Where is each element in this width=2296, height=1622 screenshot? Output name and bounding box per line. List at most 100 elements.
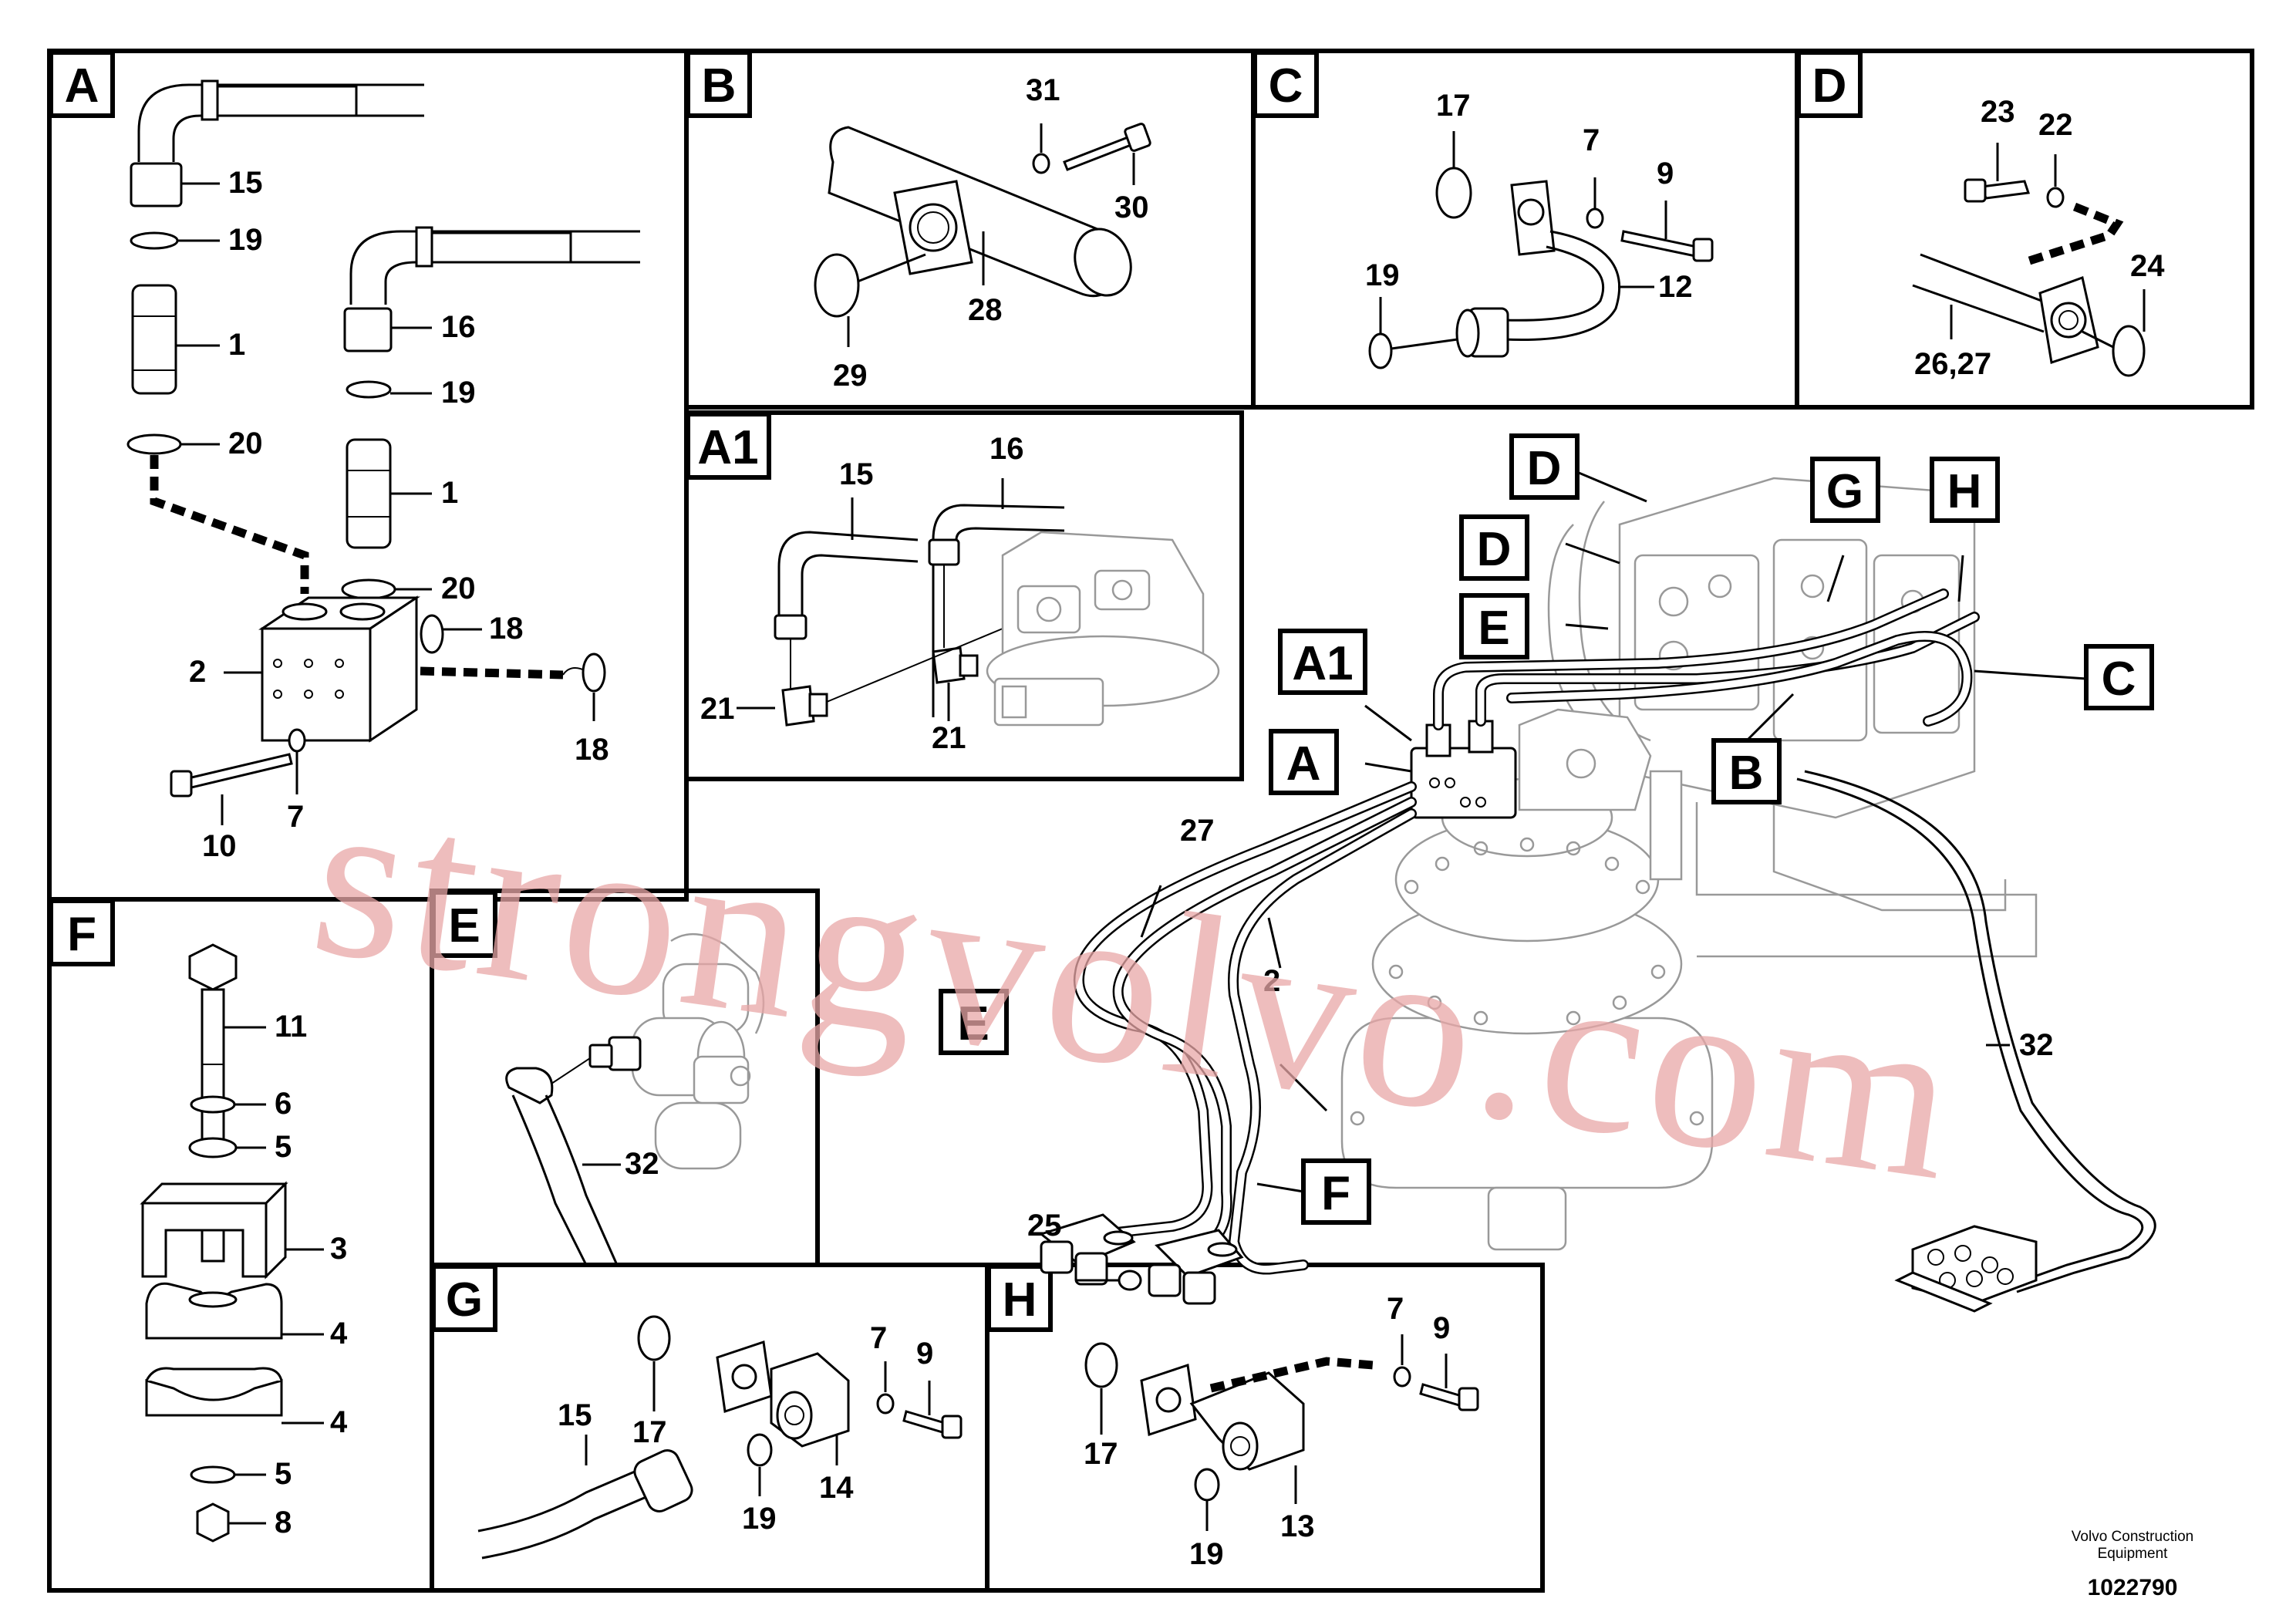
panel-tag-g: G: [431, 1264, 497, 1332]
svg-text:9: 9: [1657, 157, 1674, 191]
panel-g-drawing: 7 9 15 17 19 14: [477, 1315, 963, 1560]
svg-text:1: 1: [228, 328, 245, 362]
svg-text:17: 17: [1436, 89, 1471, 123]
svg-text:13: 13: [1280, 1509, 1315, 1543]
svg-text:32: 32: [2019, 1028, 2054, 1062]
svg-text:30: 30: [1114, 191, 1149, 224]
panel-f-drawing: 11 6 5 3 4 4 5 8: [140, 943, 348, 1543]
overview-tag-b: B: [1711, 738, 1782, 804]
panel-tag-f: F: [49, 899, 115, 966]
svg-text:3: 3: [330, 1232, 347, 1266]
svg-text:32: 32: [625, 1147, 659, 1181]
panel-a-drawing: 15 19 1 20 16 19 1 20 18 2 18 10 7: [126, 79, 640, 863]
overview-tag-c: C: [2084, 644, 2154, 710]
svg-text:7: 7: [1583, 123, 1600, 157]
overview-tag-e: E: [1459, 593, 1529, 659]
panel-g-frame: [430, 1263, 990, 1593]
footer-credit: Volvo Construction Equipment 1022790: [2072, 1529, 2193, 1600]
panel-a1-drawing: 15 16 21 21: [700, 432, 1220, 755]
svg-text:12: 12: [1658, 270, 1693, 304]
svg-text:5: 5: [275, 1130, 292, 1164]
svg-text:G: G: [446, 1273, 483, 1327]
svg-text:20: 20: [441, 572, 476, 605]
overview-tag-f: F: [1301, 1158, 1371, 1225]
panel-tag-e: E: [431, 890, 497, 958]
svg-text:14: 14: [819, 1471, 854, 1505]
svg-text:9: 9: [1433, 1311, 1450, 1345]
svg-text:F: F: [67, 908, 96, 961]
panel-tag-a: A: [49, 50, 115, 118]
panel-h-drawing: 7 9 17 13 19: [1084, 1292, 1479, 1571]
svg-text:B: B: [702, 59, 737, 113]
svg-text:19: 19: [742, 1502, 777, 1536]
panel-tag-h: H: [986, 1264, 1053, 1332]
svg-text:22: 22: [2038, 108, 2073, 142]
svg-text:G: G: [1826, 465, 1863, 518]
svg-text:H: H: [1003, 1273, 1037, 1327]
overview-tag-d-2: D: [1459, 514, 1529, 581]
svg-text:D: D: [1477, 523, 1512, 576]
svg-text:19: 19: [228, 223, 263, 257]
svg-text:5: 5: [275, 1457, 292, 1491]
svg-text:4: 4: [330, 1405, 348, 1439]
svg-text:E: E: [1478, 602, 1509, 655]
svg-text:27: 27: [1180, 814, 1215, 848]
overview-tag-h: H: [1930, 457, 2000, 523]
svg-text:A1: A1: [697, 421, 758, 474]
svg-text:21: 21: [932, 721, 966, 755]
svg-text:24: 24: [2130, 249, 2165, 283]
svg-text:18: 18: [575, 733, 609, 767]
svg-text:11: 11: [275, 1010, 307, 1044]
panel-a1-frame: [684, 410, 1244, 781]
bolt-circle: [1350, 837, 1704, 1126]
svg-text:A1: A1: [1292, 637, 1353, 690]
svg-text:29: 29: [833, 359, 868, 393]
svg-text:A: A: [1286, 737, 1321, 791]
svg-text:19: 19: [441, 376, 476, 410]
svg-text:31: 31: [1026, 73, 1060, 107]
panel-b-drawing: 31 30 28 29: [814, 73, 1151, 393]
svg-text:10: 10: [202, 829, 237, 863]
svg-text:Volvo Construction: Volvo Construction: [2072, 1529, 2193, 1545]
svg-text:H: H: [1947, 465, 1982, 518]
svg-text:15: 15: [558, 1398, 592, 1432]
svg-text:9: 9: [916, 1337, 933, 1371]
panel-e-drawing: 32: [505, 932, 765, 1266]
svg-text:7: 7: [1387, 1292, 1404, 1326]
svg-text:15: 15: [228, 166, 263, 200]
svg-text:16: 16: [990, 432, 1024, 466]
svg-text:F: F: [1321, 1167, 1350, 1220]
svg-text:4: 4: [330, 1317, 348, 1351]
svg-text:20: 20: [228, 427, 263, 460]
svg-text:D: D: [1527, 442, 1562, 495]
overview-tag-g: G: [1810, 457, 1880, 523]
svg-text:Equipment: Equipment: [2098, 1546, 2169, 1562]
overview-drawing: D D G H E A1 C A: [939, 433, 2156, 1313]
overview-tag-a1: A1: [1278, 629, 1367, 695]
panel-d-frame: [1795, 49, 2254, 410]
svg-text:7: 7: [870, 1321, 887, 1355]
svg-text:C: C: [2102, 653, 2136, 706]
svg-text:16: 16: [441, 310, 476, 344]
watermark: strongvolvo.com: [300, 745, 1974, 1229]
svg-text:26,27: 26,27: [1914, 347, 1991, 381]
panel-tag-a1: A1: [686, 412, 771, 480]
svg-text:17: 17: [1084, 1437, 1118, 1471]
svg-text:8: 8: [275, 1506, 292, 1539]
overview-tag-e-2: E: [939, 989, 1009, 1055]
panel-c-drawing: 17 7 9 12 19: [1365, 89, 1714, 369]
overview-tag-d-1: D: [1509, 433, 1580, 500]
svg-text:D: D: [1812, 59, 1847, 113]
panel-tag-b: B: [686, 50, 752, 118]
svg-text:18: 18: [489, 612, 524, 646]
panel-d-drawing: 23 22 24 26,27: [1912, 95, 2165, 381]
overview-tag-a: A: [1269, 729, 1339, 795]
svg-text:B: B: [1729, 747, 1764, 800]
svg-text:2: 2: [1263, 964, 1280, 998]
svg-text:21: 21: [700, 692, 735, 726]
svg-text:1: 1: [441, 476, 458, 510]
panel-tag-c: C: [1253, 50, 1319, 118]
svg-text:15: 15: [839, 457, 874, 491]
panel-tag-d: D: [1796, 50, 1863, 118]
